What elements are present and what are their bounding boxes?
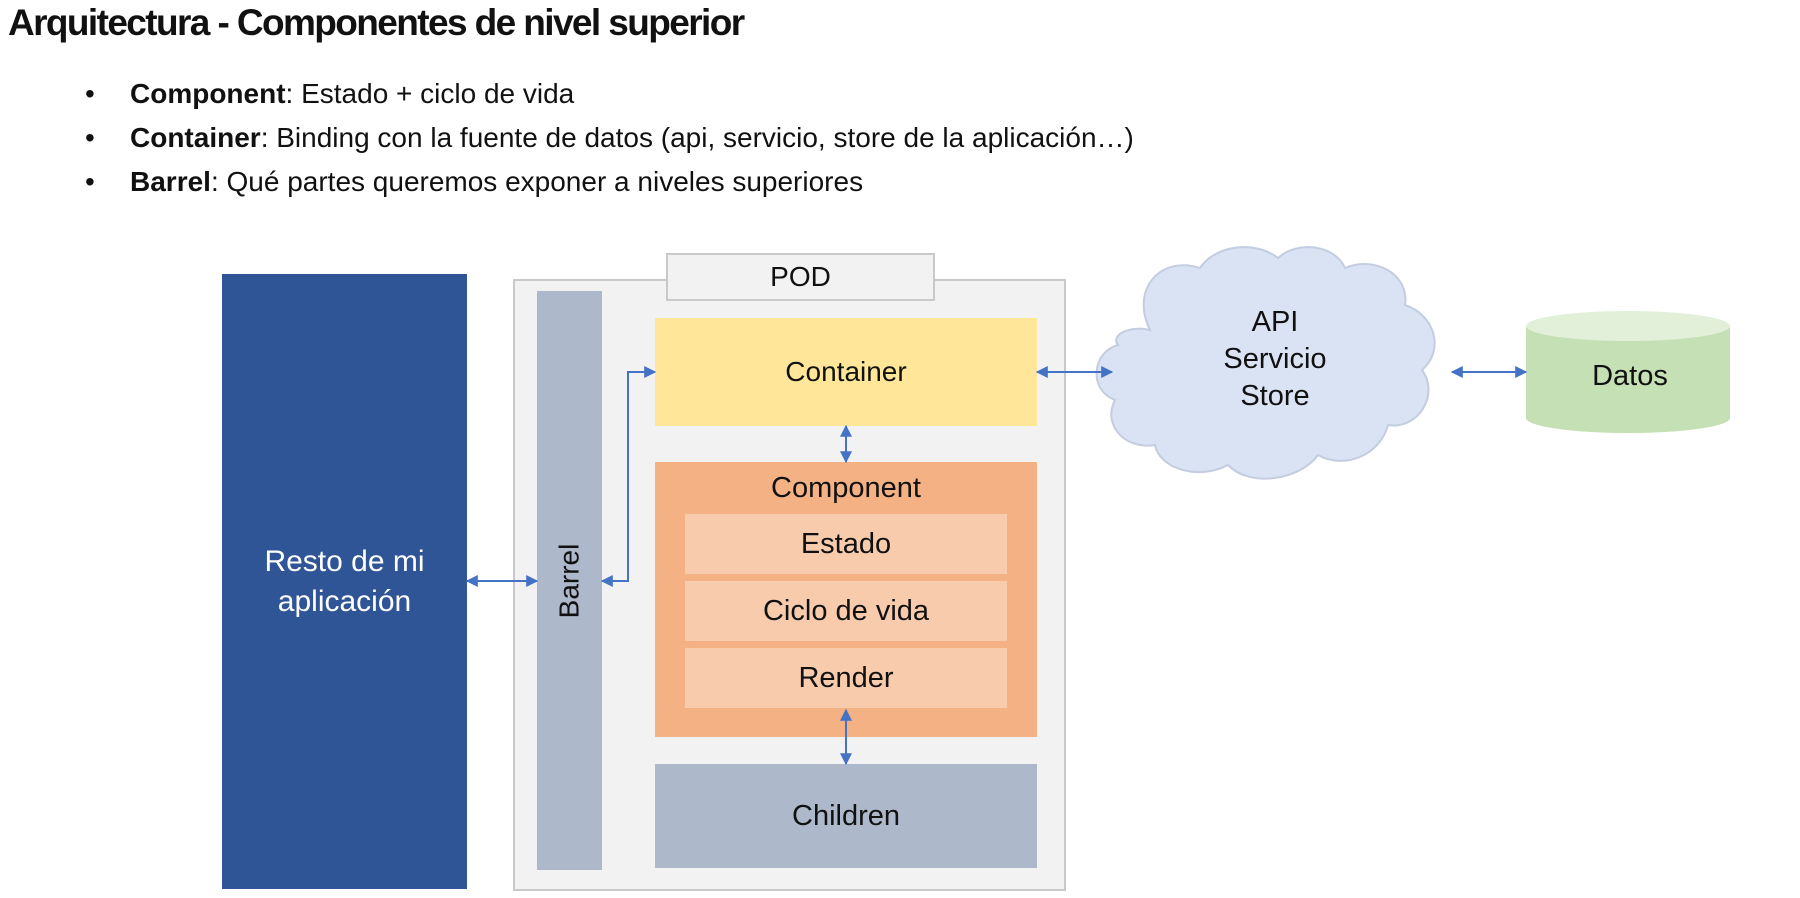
bullet-dot: •	[85, 122, 95, 153]
container-block: Container	[655, 318, 1037, 426]
resto-label-line2: aplicación	[277, 584, 412, 618]
pod-label: POD	[666, 253, 935, 301]
cloud-line-api: API	[1251, 306, 1299, 338]
bullet-desc: : Binding con la fuente de datos (api, s…	[260, 122, 1134, 153]
bullet-desc: : Estado + ciclo de vida	[285, 78, 575, 109]
children-block: Children	[655, 764, 1037, 868]
datos-database	[1526, 311, 1730, 433]
slide-title: Arquitectura - Componentes de nivel supe…	[8, 2, 745, 43]
bullet-item-container: • Container: Binding con la fuente de dat…	[85, 116, 1134, 160]
component-part-ciclo-de-vida: Ciclo de vida	[685, 581, 1007, 641]
resto-aplicacion-block: Resto de mi aplicación	[222, 274, 467, 889]
bullet-dot: •	[85, 78, 95, 109]
bullet-term: Component	[130, 78, 286, 109]
bullet-item-component: • Component: Estado + ciclo de vida	[85, 72, 1134, 116]
cloud-shape	[1095, 246, 1436, 480]
bullet-term: Container	[130, 122, 261, 153]
datos-label: Datos	[1592, 360, 1668, 392]
component-part-render: Render	[685, 648, 1007, 708]
resto-label-line1: Resto de mi	[264, 544, 425, 578]
cloud-line-servicio: Servicio	[1223, 343, 1327, 375]
barrel-block: Barrel	[537, 291, 602, 870]
bullet-term: Barrel	[130, 166, 211, 197]
bullet-dot: •	[85, 166, 95, 197]
cloud-line-store: Store	[1240, 380, 1310, 412]
arrow-barrel-container	[600, 366, 657, 587]
component-part-estado: Estado	[685, 514, 1007, 574]
bullet-list: • Component: Estado + ciclo de vida • Cont…	[85, 72, 1134, 204]
component-block: Component Estado Ciclo de vida Render	[655, 462, 1037, 737]
bullet-item-barrel: • Barrel: Qué partes queremos exponer a n…	[85, 160, 1134, 204]
bullet-desc: : Qué partes queremos exponer a niveles …	[210, 166, 864, 197]
cloud-label: API Servicio Store	[1175, 304, 1375, 415]
component-label: Component	[771, 472, 921, 504]
